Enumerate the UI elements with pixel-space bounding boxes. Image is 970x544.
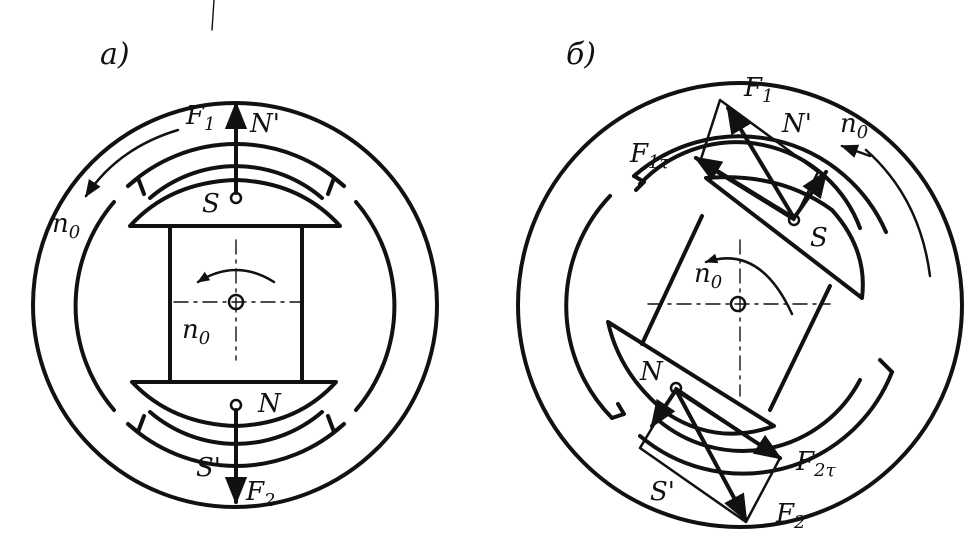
label-f1-a: F1 [185, 101, 216, 135]
force-f1t-arrow-b [693, 156, 796, 220]
label-n-prime-a: N' [249, 109, 280, 139]
rotor-body-b [640, 214, 832, 412]
label-n0-outer-a: n0 [52, 209, 80, 243]
panel-b [516, 81, 964, 529]
force-f2t-arrow-b [674, 388, 783, 460]
force-radial-top-b [792, 169, 828, 220]
panel-b-tag: б) [566, 37, 596, 72]
field-rotation-arrow-b [840, 144, 872, 158]
field-rotation-arc-b [864, 148, 932, 278]
rotor-pole-top-b [704, 175, 865, 300]
label-s-prime-a: S' [196, 453, 221, 483]
label-f2t-b: F2τ [795, 447, 836, 481]
label-f1-b: F1 [743, 73, 774, 107]
force-f2-arrow-b [674, 388, 748, 523]
label-f2-b: F2 [775, 499, 806, 533]
rotor-rotation-arrow-b [704, 253, 794, 316]
rotor-axis-a [227, 293, 245, 311]
label-n0-outer-b: n0 [840, 109, 868, 143]
label-s-b: S [810, 223, 828, 253]
label-f2-a: F2 [245, 477, 276, 511]
label-n0-rotor-a: n0 [182, 315, 210, 349]
label-s-prime-b: S' [650, 477, 675, 507]
rotor-body-a [168, 224, 304, 384]
label-n-a: N [257, 389, 282, 419]
label-n0-rotor-b: n0 [694, 259, 722, 293]
label-n-prime-b: N' [781, 109, 812, 139]
label-n-b: N [639, 357, 664, 387]
field-rotation-arrow-a [84, 128, 180, 198]
rotor-rotation-arrow-a [196, 268, 276, 284]
stator-outer-circle-b [516, 81, 964, 529]
rotor-axis-b [729, 295, 747, 313]
force-radial-bottom-b [650, 388, 678, 429]
panel-a [31, 101, 439, 509]
panel-a-tag: a) [100, 37, 130, 72]
force-f1-arrow-b [726, 105, 796, 220]
label-f1t-b: F1τ [629, 139, 670, 173]
reference-line [211, 0, 215, 31]
label-s-a: S [202, 189, 220, 219]
